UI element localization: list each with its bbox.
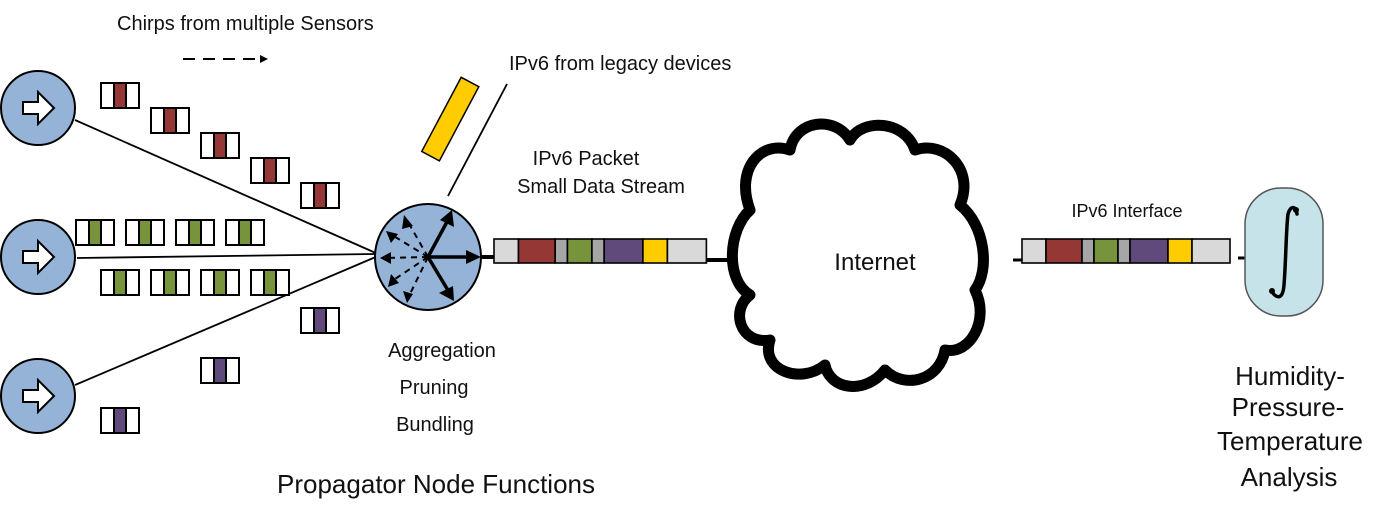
chirp-packet-purple [100, 407, 140, 434]
chirp-packet-red [200, 132, 240, 159]
internet-label: Internet [834, 249, 916, 276]
packet-segment-red [1045, 238, 1083, 264]
legacy-link [447, 83, 508, 197]
chirp-packet-green [150, 269, 190, 296]
chirp-packet-red [300, 182, 340, 209]
function-aggregation: Aggregation [388, 340, 496, 362]
sensor-3[interactable] [0, 358, 76, 434]
chirp-packet-green [125, 219, 165, 246]
packet-segment-purple [1129, 238, 1169, 264]
chirp-packet-green [200, 269, 240, 296]
analysis-node[interactable] [1244, 187, 1324, 317]
legacy-packet [420, 76, 480, 162]
packet-label-line2: Small Data Stream [517, 176, 685, 198]
chirp-packet-green [75, 219, 115, 246]
packet-segment-green [1093, 238, 1119, 264]
propagator-title: Propagator Node Functions [277, 469, 595, 499]
chirp-packet-purple [300, 307, 340, 334]
packet-segment-mid_gray [1081, 238, 1095, 264]
small-data-stream [493, 238, 708, 264]
function-bundling: Bundling [396, 414, 474, 436]
interface-label: IPv6 Interface [1071, 201, 1182, 221]
packet-segment-yellow [1167, 238, 1193, 264]
internet-cloud[interactable]: Internet [726, 118, 989, 392]
packet-segment-mid_gray [591, 238, 605, 264]
packet-segment-light_gray [493, 238, 520, 264]
packet-segment-yellow [642, 238, 669, 264]
analysis-label-line1: Humidity- [1235, 361, 1345, 391]
sensor-1[interactable] [0, 70, 76, 146]
analysis-label-line3: Temperature [1217, 426, 1363, 456]
packet-segment-light_gray [1191, 238, 1231, 264]
packet-segment-light_gray [666, 238, 708, 264]
chirp-packet-purple [200, 357, 240, 384]
chirps-label: Chirps from multiple Sensors [117, 13, 374, 35]
chirp-packet-red [100, 82, 140, 109]
ipv6-interface-stream [1021, 238, 1231, 264]
legacy-label: IPv6 from legacy devices [509, 53, 731, 75]
sensor-links [74, 119, 379, 386]
chirp-packet-green [225, 219, 265, 246]
sensor-2[interactable] [0, 219, 76, 295]
chirp-packet-green [250, 269, 290, 296]
packet-segment-purple [603, 238, 644, 264]
chirp-packet-green [175, 219, 215, 246]
cloud-icon [726, 118, 989, 392]
integral-icon [1270, 205, 1299, 299]
arrow-right-icon [22, 89, 56, 127]
arrow-right-icon [22, 238, 56, 276]
function-pruning: Pruning [400, 377, 469, 399]
packet-label-line1: IPv6 Packet [533, 148, 640, 170]
chirp-packet-green [100, 269, 140, 296]
chirp-packet-red [150, 107, 190, 134]
analysis-label-line4: Analysis [1241, 462, 1338, 492]
arrow-right-icon [22, 377, 56, 415]
packet-segment-light_gray [1021, 238, 1047, 264]
dispersion-icon [380, 210, 481, 303]
packet-segment-mid_gray [554, 238, 569, 264]
propagator-node[interactable] [374, 203, 482, 311]
chirp-packet-red [250, 157, 290, 184]
packet-segment-green [566, 238, 593, 264]
packet-segment-red [517, 238, 556, 264]
analysis-label-line2: Pressure- [1232, 392, 1345, 422]
packet-segment-mid_gray [1117, 238, 1131, 264]
